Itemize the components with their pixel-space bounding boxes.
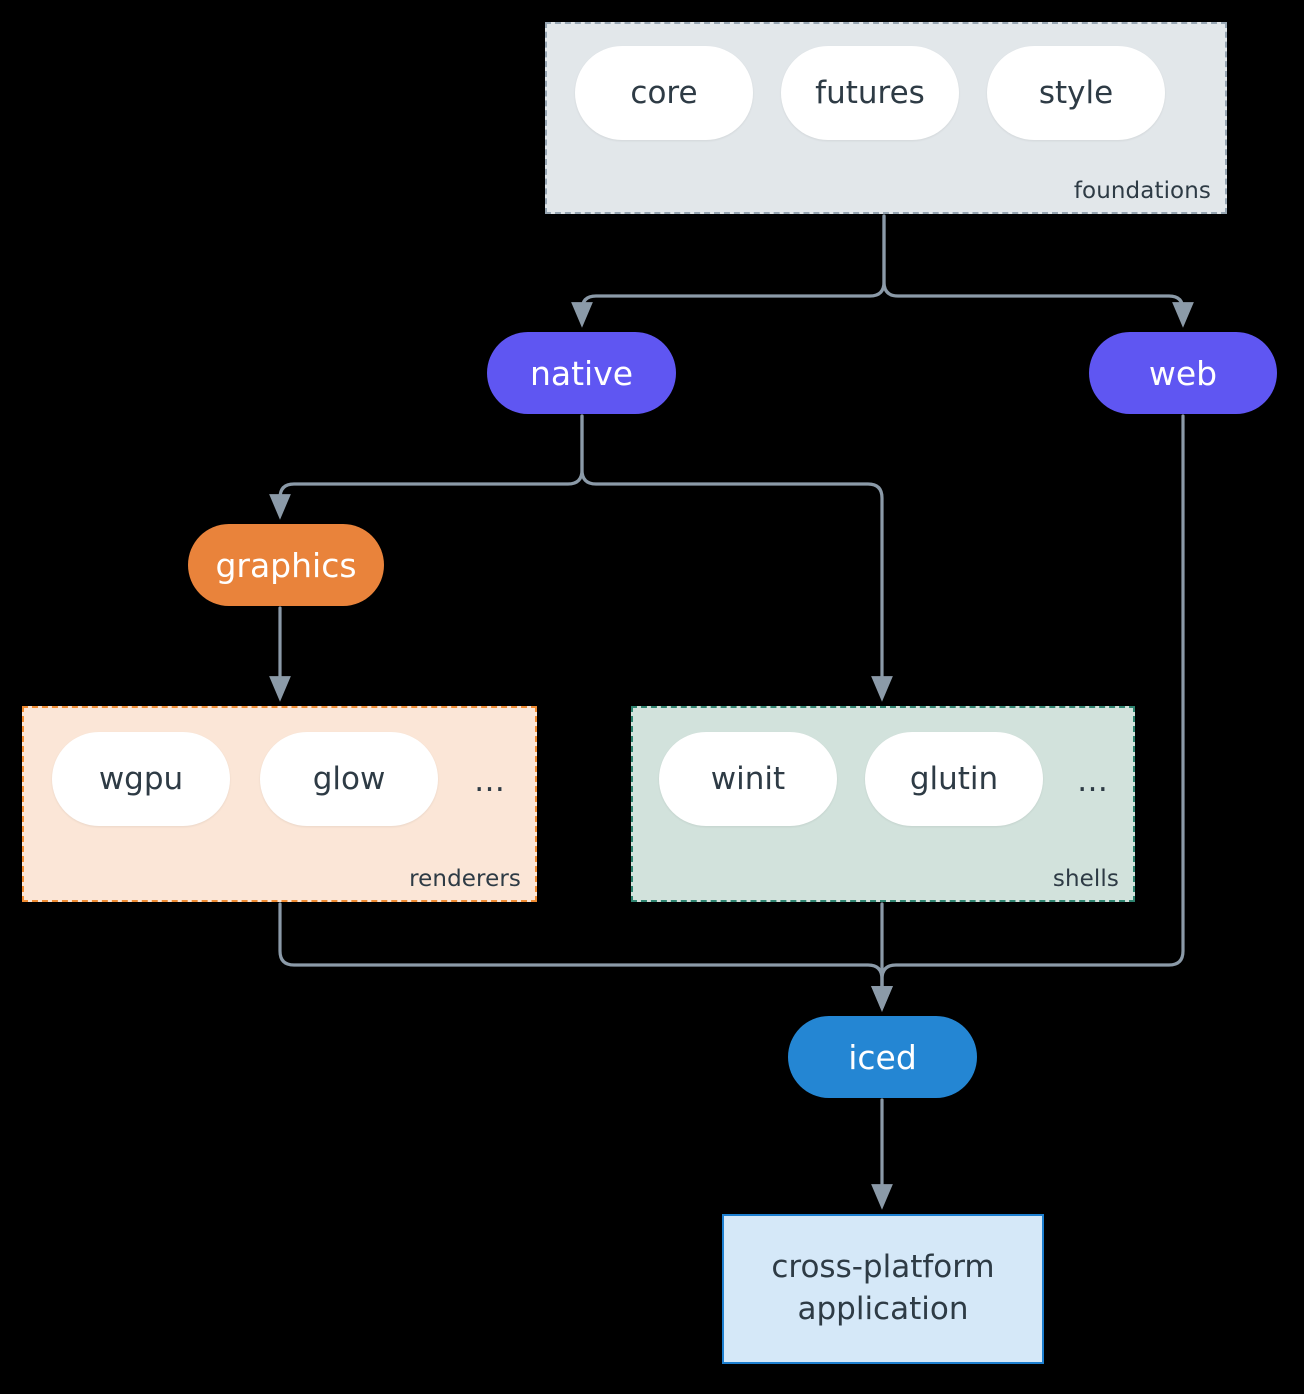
node-web[interactable]: web xyxy=(1089,332,1277,414)
node-style[interactable]: style xyxy=(987,46,1165,140)
edge-native-graphics xyxy=(269,414,584,520)
edge-native-shells xyxy=(580,414,893,702)
group-shells: winit glutin … shells xyxy=(631,706,1135,902)
group-renderers-label: renderers xyxy=(409,866,521,892)
renderers-ellipsis: … xyxy=(474,762,505,799)
node-core[interactable]: core xyxy=(575,46,753,140)
group-foundations-label: foundations xyxy=(1073,178,1211,204)
node-native[interactable]: native xyxy=(487,332,676,414)
edge-renderers-iced xyxy=(278,902,893,1012)
group-shells-items: winit glutin … xyxy=(659,732,1114,826)
group-renderers: wgpu glow … renderers xyxy=(22,706,537,902)
node-glutin[interactable]: glutin xyxy=(865,732,1043,826)
node-iced[interactable]: iced xyxy=(788,1016,977,1098)
node-winit[interactable]: winit xyxy=(659,732,837,826)
node-wgpu[interactable]: wgpu xyxy=(52,732,230,826)
node-cross-platform-application[interactable]: cross-platform application xyxy=(722,1214,1044,1364)
node-cross-platform-application-label: cross-platform application xyxy=(771,1249,995,1327)
group-renderers-items: wgpu glow … xyxy=(52,732,511,826)
edge-foundations-web xyxy=(882,214,1194,328)
node-futures[interactable]: futures xyxy=(781,46,959,140)
group-foundations: core futures style foundations xyxy=(545,22,1227,214)
node-graphics[interactable]: graphics xyxy=(188,524,384,606)
shells-ellipsis: … xyxy=(1077,762,1108,799)
group-shells-label: shells xyxy=(1052,866,1119,892)
node-glow[interactable]: glow xyxy=(260,732,438,826)
group-foundations-items: core futures style xyxy=(575,46,1165,140)
edge-foundations-native xyxy=(571,214,886,328)
